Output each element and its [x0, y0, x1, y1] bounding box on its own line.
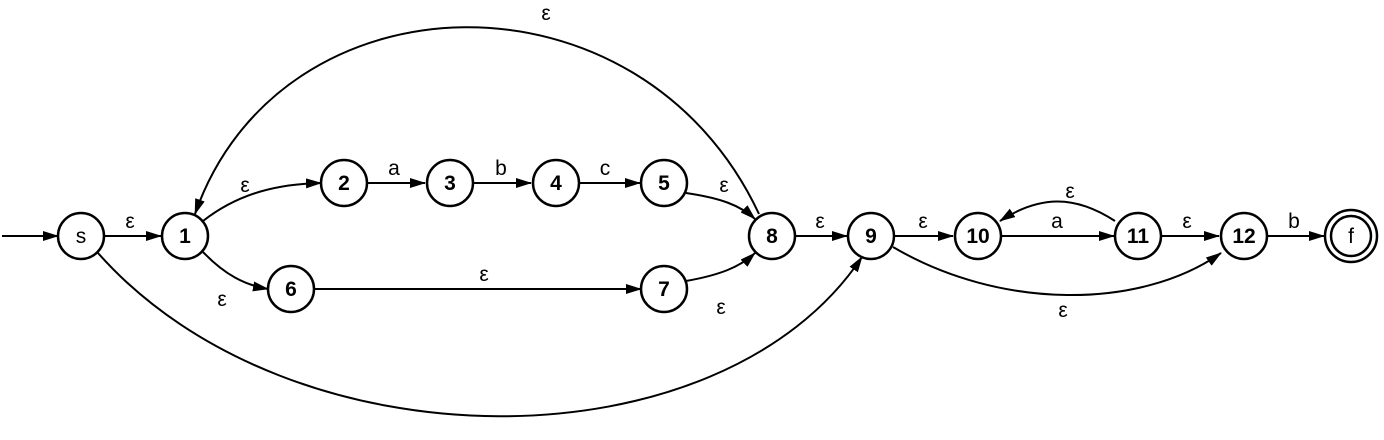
label-3-4: b	[495, 157, 507, 180]
state-label: 7	[658, 278, 670, 301]
state-label: 2	[338, 172, 350, 195]
label-8-9: ε	[815, 210, 824, 233]
label-10-11: a	[1051, 210, 1063, 233]
state-label: 3	[444, 172, 456, 195]
state-s: s	[56, 211, 106, 261]
state-label: 12	[1232, 225, 1255, 248]
edge-s-9	[97, 252, 863, 418]
edge-7-8	[685, 252, 756, 282]
state-label: 5	[658, 172, 670, 195]
state-label: 11	[1127, 225, 1150, 248]
state-label: s	[76, 225, 87, 248]
state-7: 7	[639, 264, 689, 314]
edge-1-2	[202, 178, 322, 222]
state-6: 6	[266, 264, 316, 314]
state-1: 1	[160, 211, 210, 261]
label-7-8: ε	[716, 296, 725, 319]
state-label: 10	[966, 225, 989, 248]
edge-11-10	[999, 200, 1116, 222]
edge-5-8	[685, 192, 756, 220]
state-11: 11	[1113, 211, 1163, 261]
label-2-3: a	[388, 157, 400, 180]
state-label: f	[1348, 225, 1354, 248]
edge-8-1	[194, 26, 760, 215]
label-6-7: ε	[479, 263, 488, 286]
label-5-8: ε	[719, 174, 728, 197]
state-2: 2	[319, 158, 369, 208]
edge-9-12	[892, 246, 1222, 296]
state-label: 6	[285, 278, 297, 301]
state-4: 4	[531, 158, 581, 208]
label-11-10: ε	[1065, 180, 1074, 203]
state-label: 9	[865, 225, 877, 248]
label-4-5: c	[600, 157, 611, 180]
label-1-2: ε	[240, 174, 249, 197]
state-label: 4	[550, 172, 562, 195]
state-8: 8	[747, 211, 797, 261]
label-12-f: b	[1288, 210, 1300, 233]
label-1-6: ε	[217, 288, 226, 311]
state-12: 12	[1219, 211, 1269, 261]
state-5: 5	[639, 158, 689, 208]
label-9-12: ε	[1058, 299, 1067, 322]
state-label: 8	[766, 225, 778, 248]
state-f-accept: f	[1323, 208, 1379, 264]
state-10: 10	[953, 211, 1003, 261]
state-9: 9	[846, 211, 896, 261]
edge-1-6	[202, 251, 269, 292]
state-3: 3	[425, 158, 475, 208]
label-8-1: ε	[541, 2, 550, 25]
label-9-10: ε	[918, 210, 927, 233]
label-11-12: ε	[1182, 210, 1191, 233]
label-s-1: ε	[125, 210, 134, 233]
state-label: 1	[179, 225, 191, 248]
